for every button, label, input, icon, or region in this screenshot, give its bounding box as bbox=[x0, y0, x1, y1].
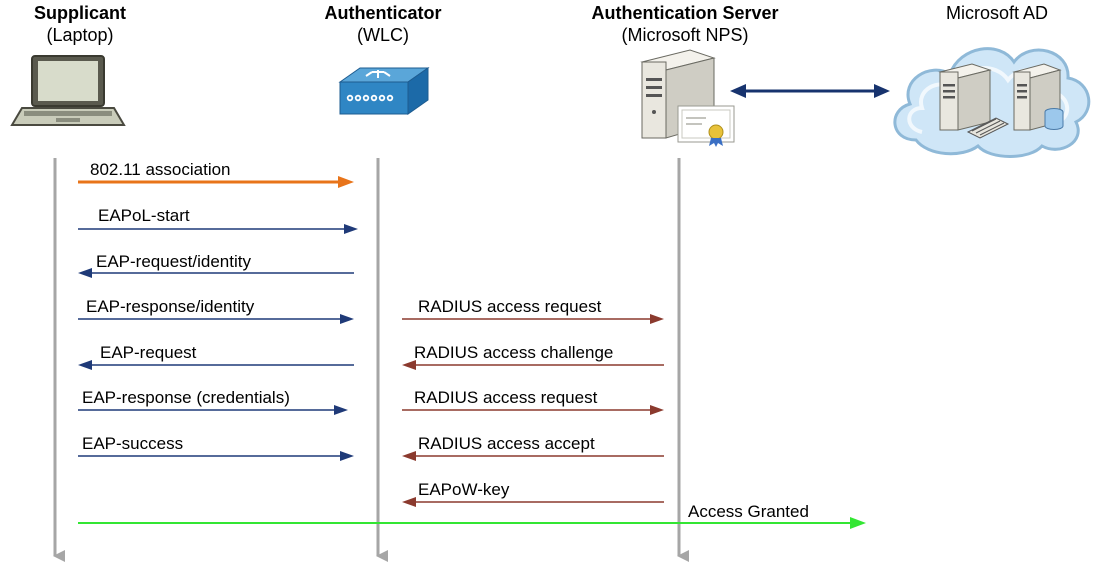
label-802-11-association: 802.11 association bbox=[90, 160, 231, 179]
ad-cloud-icon bbox=[893, 47, 1091, 158]
label-eap-response-credentials: EAP-response (credentials) bbox=[82, 388, 290, 407]
supplicant-header: Supplicant (Laptop) bbox=[8, 2, 152, 46]
supplicant-subtitle: (Laptop) bbox=[46, 25, 114, 45]
arrow-eapow-key bbox=[402, 497, 664, 507]
wlc-icon bbox=[338, 67, 430, 115]
arrow-eapol-start bbox=[78, 224, 358, 234]
ad-server-icon bbox=[1012, 63, 1064, 131]
arrow-802-11-association bbox=[78, 176, 354, 188]
arrow-radius-access-request-1 bbox=[402, 314, 664, 324]
label-radius-access-request-2: RADIUS access request bbox=[414, 388, 598, 407]
label-eap-request: EAP-request bbox=[100, 343, 197, 362]
arrow-eap-request-identity bbox=[78, 268, 354, 278]
supplicant-title: Supplicant bbox=[33, 3, 126, 23]
ad-title: Microsoft AD bbox=[945, 3, 1049, 23]
label-eap-success: EAP-success bbox=[82, 434, 184, 453]
label-eapow-key: EAPoW-key bbox=[418, 480, 510, 499]
ad-link-arrow bbox=[730, 84, 890, 98]
nps-server-icon bbox=[640, 49, 735, 147]
certificate-icon bbox=[677, 105, 735, 147]
arrow-access-granted bbox=[78, 517, 866, 529]
authenticator-title: Authenticator bbox=[324, 3, 442, 23]
laptop-icon bbox=[10, 55, 126, 126]
authenticator-subtitle: (WLC) bbox=[357, 25, 409, 45]
label-radius-access-request-1: RADIUS access request bbox=[418, 297, 602, 316]
label-eap-request-identity: EAP-request/identity bbox=[96, 252, 251, 271]
ad-server-icon bbox=[938, 63, 1010, 139]
label-eapol-start: EAPoL-start bbox=[98, 206, 190, 225]
arrow-radius-access-accept bbox=[402, 451, 664, 461]
arrow-eap-response-credentials bbox=[78, 405, 348, 415]
arrow-eap-response-identity bbox=[78, 314, 354, 324]
arrow-radius-access-request-2 bbox=[402, 405, 664, 415]
label-access-granted: Access Granted bbox=[688, 502, 809, 521]
label-radius-access-accept: RADIUS access accept bbox=[418, 434, 595, 453]
label-radius-access-challenge: RADIUS access challenge bbox=[414, 343, 614, 362]
authenticator-header: Authenticator (WLC) bbox=[298, 2, 468, 46]
server-header: Authentication Server (Microsoft NPS) bbox=[560, 2, 810, 46]
arrow-eap-request bbox=[78, 360, 354, 370]
ad-header: Microsoft AD bbox=[910, 2, 1084, 24]
arrow-eap-success bbox=[78, 451, 354, 461]
server-title: Authentication Server bbox=[591, 3, 779, 23]
label-eap-response-identity: EAP-response/identity bbox=[86, 297, 255, 316]
server-subtitle: (Microsoft NPS) bbox=[621, 25, 749, 45]
arrow-radius-access-challenge bbox=[402, 360, 664, 370]
